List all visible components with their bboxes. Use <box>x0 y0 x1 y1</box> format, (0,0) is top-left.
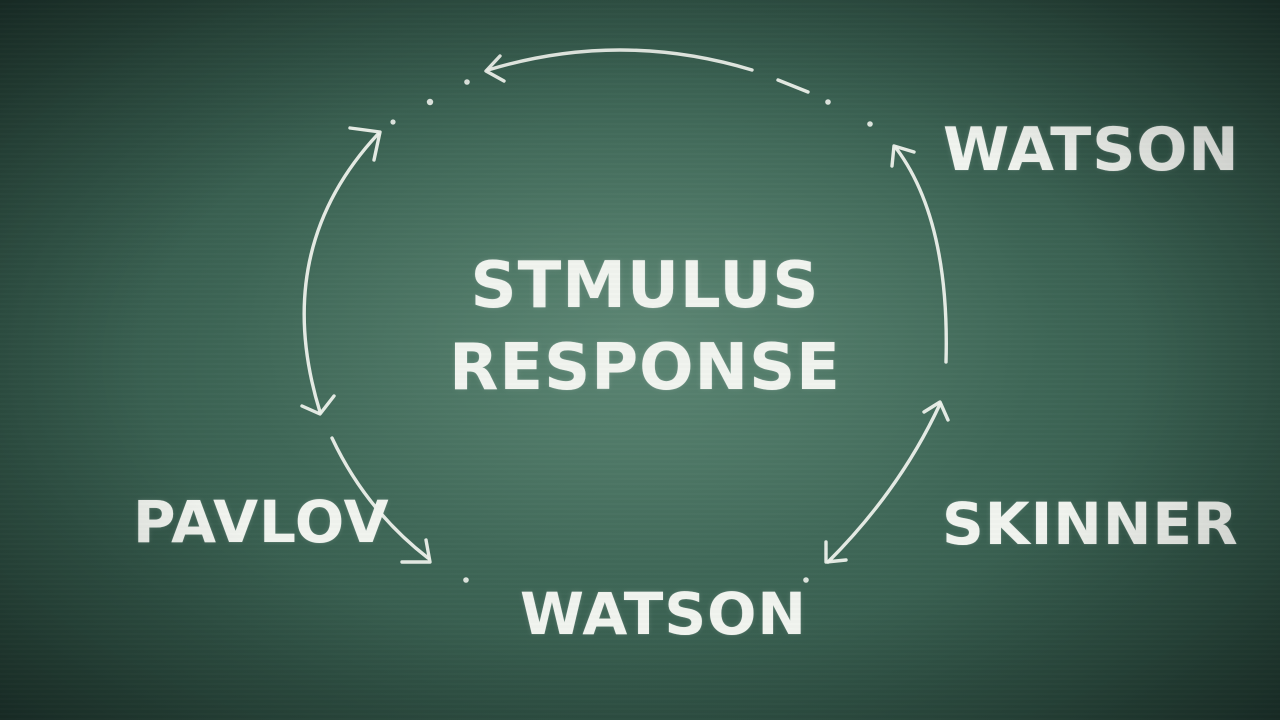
center-title-line-2: RESPONSE <box>449 331 841 405</box>
chalk-dot <box>464 79 470 85</box>
chalk-dot <box>463 577 469 583</box>
label-pavlov: PAVLOV <box>133 488 390 556</box>
arc-top-fade <box>776 78 810 94</box>
arrowhead-upper-right <box>890 144 916 168</box>
arc-upper-right <box>894 146 948 364</box>
label-watson-top: WATSON <box>943 115 1240 185</box>
arrowhead-lower-right-bottom <box>824 540 848 564</box>
arrowhead-upper-left <box>348 126 382 162</box>
label-skinner: SKINNER <box>942 490 1239 558</box>
chalk-dot <box>390 119 396 125</box>
chalk-dot <box>803 577 809 583</box>
arc-lower-right <box>826 402 942 564</box>
center-title: STMULUS RESPONSE <box>440 245 850 409</box>
chalk-dot <box>426 98 434 106</box>
chalk-dot <box>867 121 873 127</box>
arc-upper-left <box>302 132 380 414</box>
label-watson-bottom: WATSON <box>520 580 807 648</box>
arc-top <box>486 48 754 72</box>
chalk-dot <box>825 99 831 105</box>
arrowhead-lower-left <box>400 538 432 564</box>
arrowhead-left-down <box>300 394 336 416</box>
arc-lower-left <box>330 436 430 560</box>
center-title-line-1: STMULUS <box>470 249 820 323</box>
arrowhead-lower-right-top <box>922 400 950 422</box>
arrowhead-top <box>484 54 506 83</box>
